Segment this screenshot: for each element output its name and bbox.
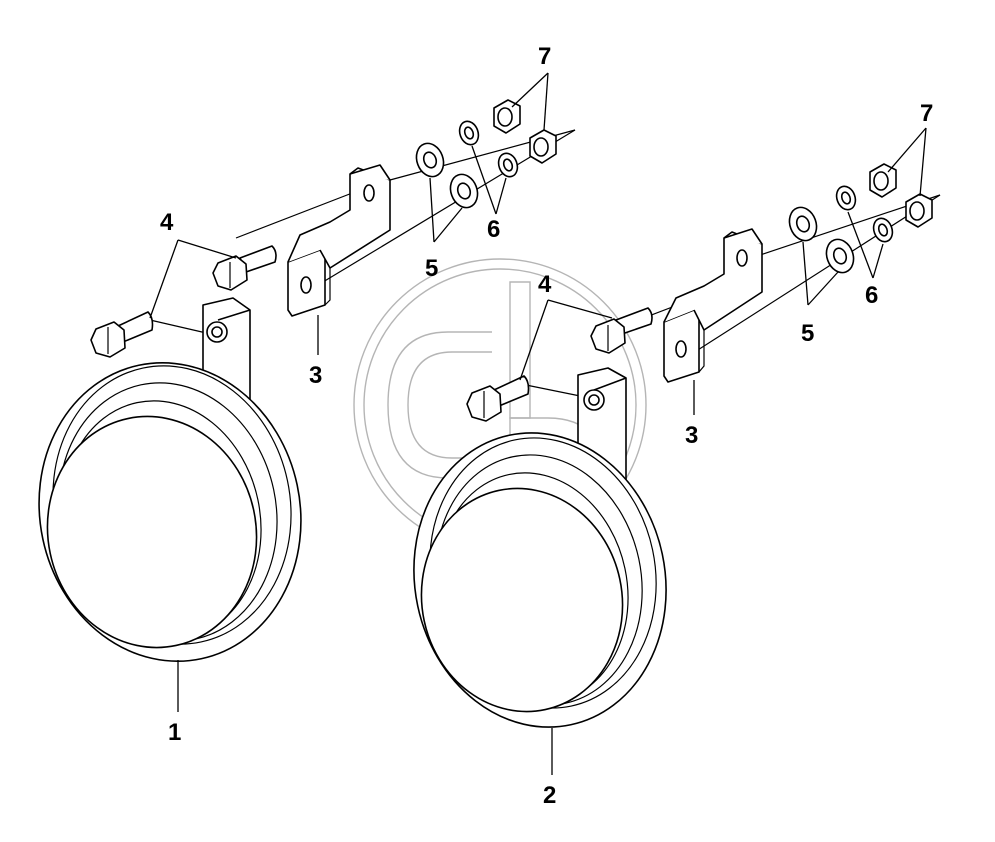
washer-upper-right <box>788 206 818 242</box>
washer-upper-left <box>415 142 445 178</box>
lockwasher-lower-left <box>497 152 519 178</box>
callout-2: 2 <box>543 782 556 809</box>
bracket-left <box>287 164 391 317</box>
horn-right <box>413 432 667 728</box>
callout-3-right: 3 <box>685 422 698 449</box>
callout-7-left: 7 <box>538 43 551 70</box>
lockwasher-upper-left <box>458 120 480 146</box>
horn-assembly-right: 2 3 4 5 6 7 <box>413 100 941 809</box>
callout-1: 1 <box>168 719 181 746</box>
bracket-right <box>663 228 763 383</box>
nut-upper-left <box>493 99 521 134</box>
callout-4-left: 4 <box>160 209 174 236</box>
bolt-lower-right <box>466 375 530 422</box>
washer-lower-left <box>449 173 479 209</box>
horn-assembly-left: 1 3 4 5 6 7 <box>38 43 576 746</box>
bolt-upper-right <box>590 307 653 354</box>
nut-upper-right <box>869 163 897 198</box>
horn-left <box>38 362 302 662</box>
lockwasher-upper-right <box>835 185 857 211</box>
lockwasher-lower-right <box>872 217 894 243</box>
callout-7-right: 7 <box>920 100 933 127</box>
callout-5-right: 5 <box>801 320 814 347</box>
callout-6-left: 6 <box>487 216 500 243</box>
callout-3-left: 3 <box>309 362 322 389</box>
callout-6-right: 6 <box>865 282 878 309</box>
bolt-upper-left <box>212 245 277 291</box>
bolt-lower-left <box>90 311 154 358</box>
nut-lower-left <box>529 129 557 164</box>
callout-4-right: 4 <box>538 271 552 298</box>
callout-5-left: 5 <box>425 255 438 282</box>
washer-lower-right <box>825 238 855 274</box>
nut-lower-right <box>905 193 933 228</box>
